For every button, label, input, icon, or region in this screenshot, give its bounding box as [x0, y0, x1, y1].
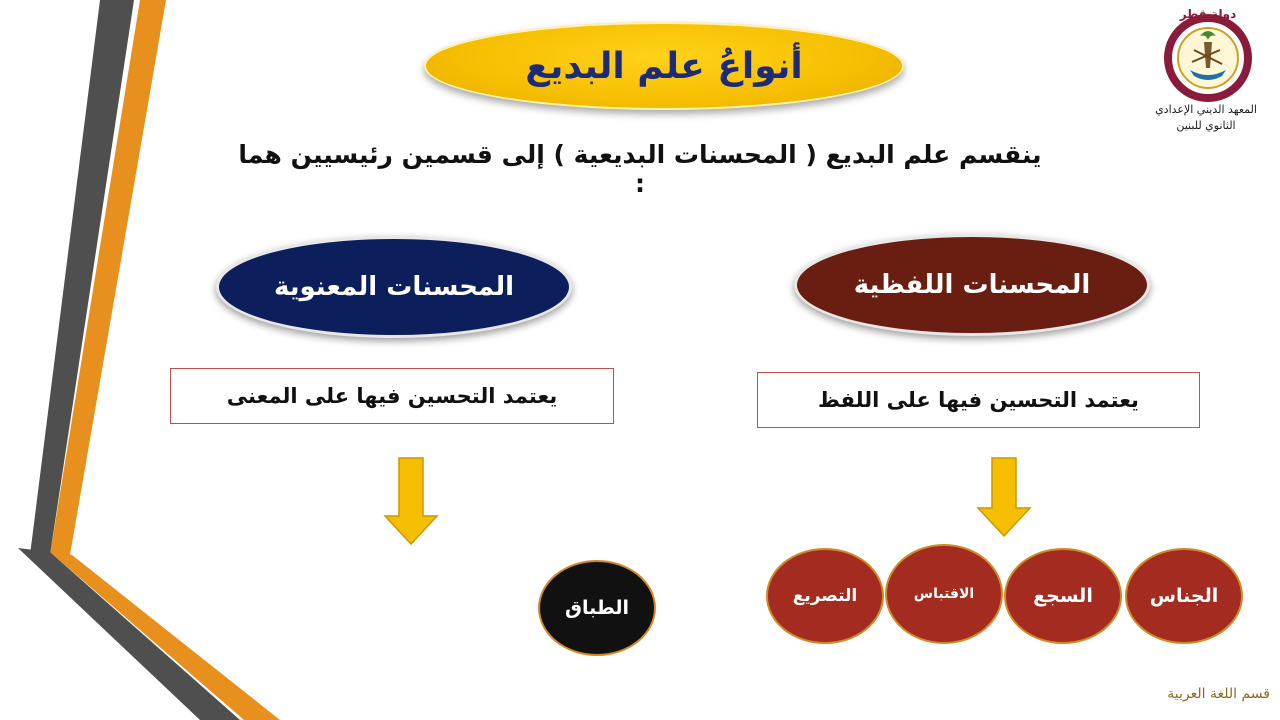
- type-label: الجناس: [1149, 585, 1219, 607]
- down-arrow-icon: [976, 457, 1032, 538]
- down-arrow-icon: [383, 457, 439, 546]
- intro-text: ينقسم علم البديع ( المحسنات البديعية ) إ…: [238, 140, 1042, 198]
- page-title: أنواعُ علم البديع: [525, 45, 803, 87]
- department-label: قسم اللغة العربية: [1167, 686, 1270, 702]
- verbal-description-box: يعتمد التحسين فيها على اللفظ: [757, 372, 1200, 428]
- decorative-stripes: [18, 0, 280, 720]
- verbal-category-label: المحسنات اللفظية: [853, 270, 1091, 300]
- type-tibaq-circle: الطباق: [538, 560, 656, 656]
- type-label: السجع: [1033, 585, 1093, 607]
- school-name: المعهد الديني الإعدادي الثانوي للبنين: [1140, 102, 1272, 134]
- semantic-description: يعتمد التحسين فيها على المعنى: [226, 384, 558, 408]
- semantic-category-label: المحسنات المعنوية: [273, 272, 515, 302]
- type-label: التصريع: [792, 586, 858, 606]
- logo-top-text: دولة قطر: [1179, 7, 1237, 22]
- title-banner: أنواعُ علم البديع: [424, 22, 904, 110]
- type-jinas-circle: الجناس: [1125, 548, 1243, 644]
- ministry-logo-icon: دولة قطر: [1164, 7, 1252, 102]
- type-label: الاقتباس: [913, 586, 975, 602]
- verbal-category-oval: المحسنات اللفظية: [794, 234, 1150, 336]
- semantic-description-box: يعتمد التحسين فيها على المعنى: [170, 368, 614, 424]
- semantic-category-oval: المحسنات المعنوية: [216, 236, 572, 338]
- verbal-description: يعتمد التحسين فيها على اللفظ: [818, 388, 1139, 412]
- school-line-2: الثانوي للبنين: [1176, 119, 1236, 132]
- school-line-1: المعهد الديني الإعدادي: [1155, 103, 1257, 116]
- type-sajaa-circle: السجع: [1004, 548, 1122, 644]
- type-iqtibas-circle: الاقتباس: [885, 544, 1003, 644]
- type-tasree-circle: التصريع: [766, 548, 884, 644]
- type-label: الطباق: [564, 597, 630, 619]
